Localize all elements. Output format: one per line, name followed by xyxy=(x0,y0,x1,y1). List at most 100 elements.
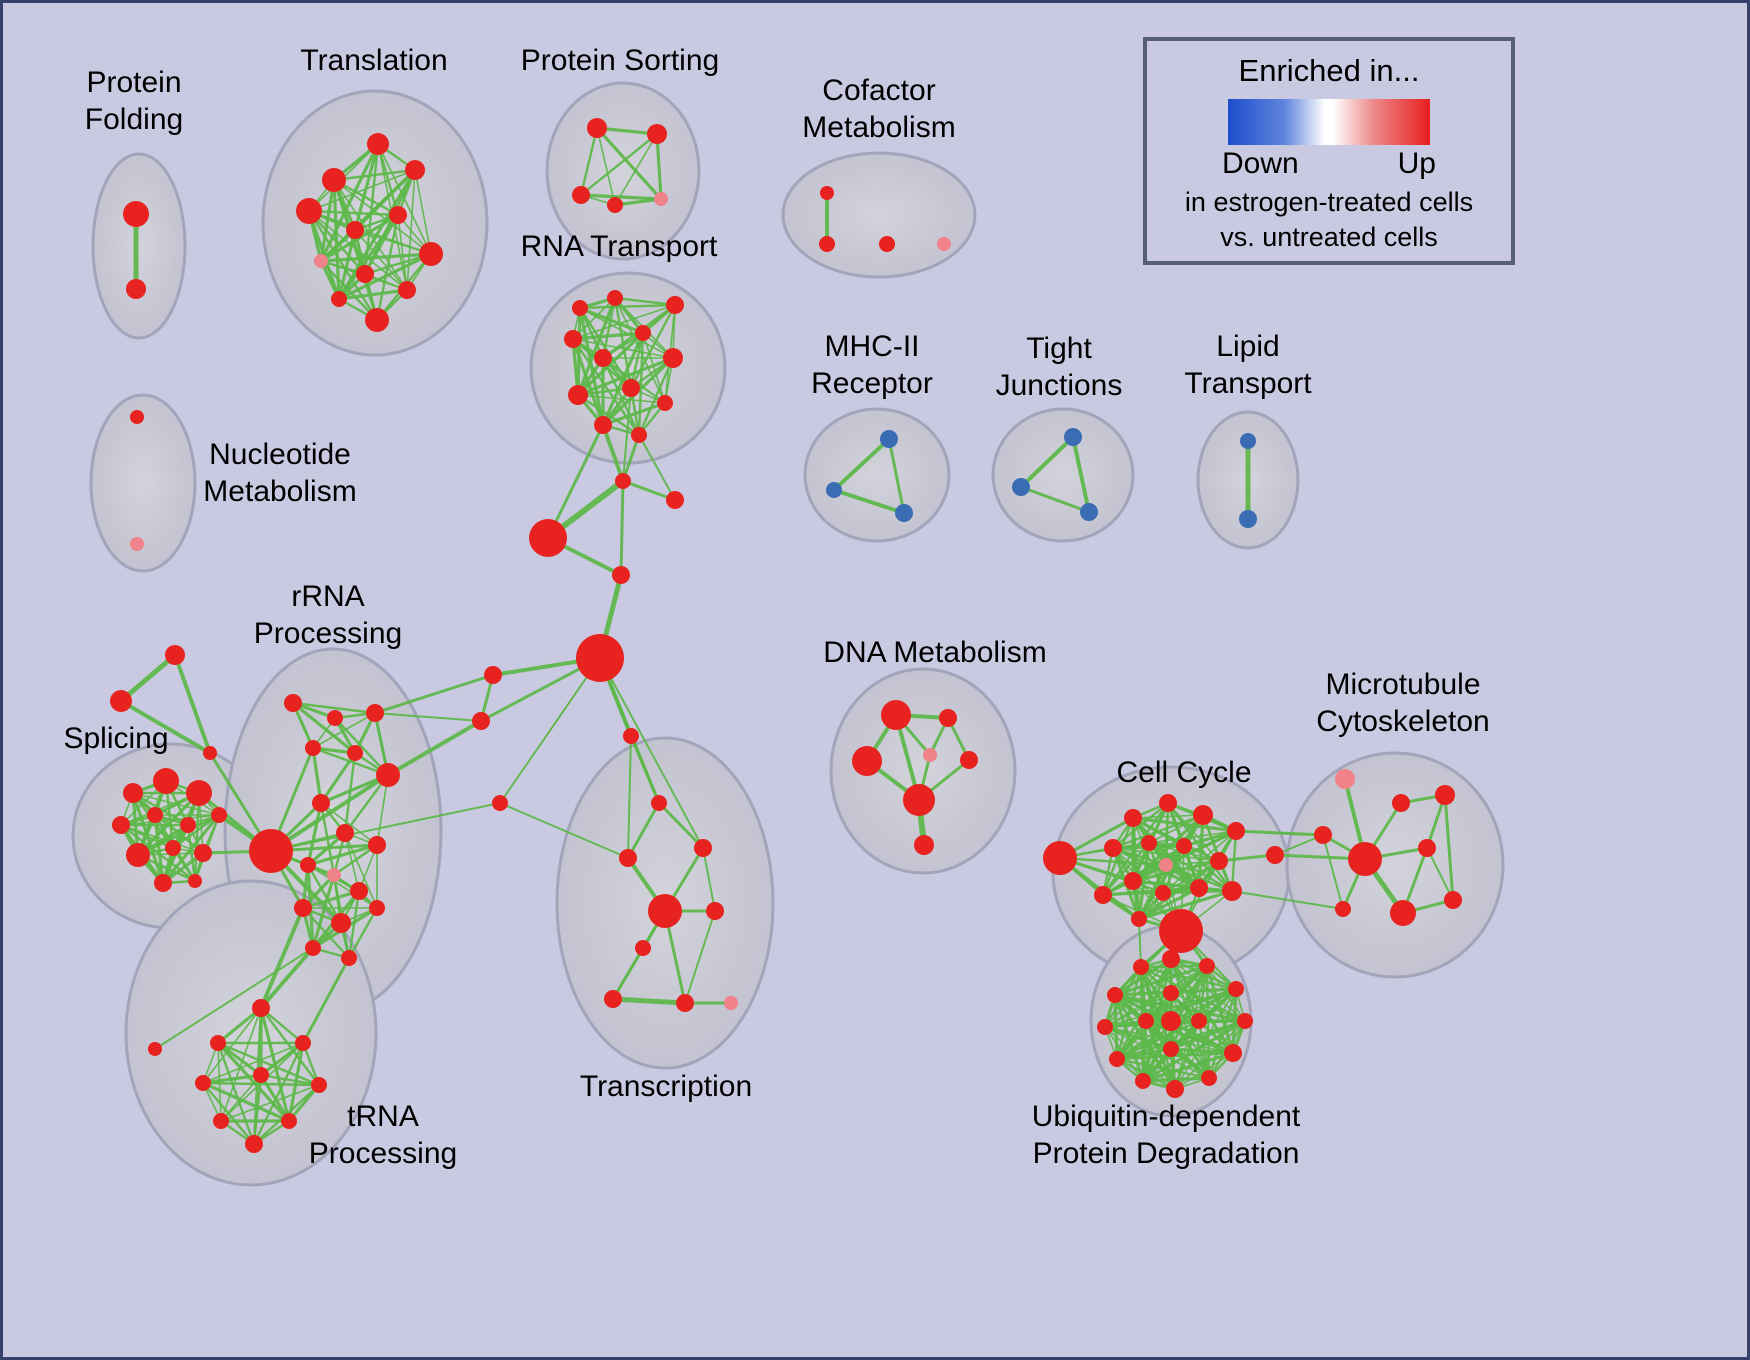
network-edge xyxy=(216,1041,256,1146)
node-dna-metabolism-3 xyxy=(923,748,937,762)
network-edge xyxy=(337,252,433,301)
node-splicing-11 xyxy=(188,874,202,888)
network-edge xyxy=(629,303,677,390)
cluster-label-transcription: Transcription xyxy=(579,1070,753,1103)
network-edge xyxy=(414,169,432,255)
network-edge xyxy=(308,210,408,291)
network-edge xyxy=(578,303,677,310)
network-edge xyxy=(306,843,379,867)
node-ubiquitin-degradation-0 xyxy=(1162,950,1180,968)
node-cell-cycle-9 xyxy=(1210,852,1228,870)
node-rrna-processing-16 xyxy=(305,940,321,956)
node-splicing-1 xyxy=(153,768,179,794)
node-ubiquitin-degradation-10 xyxy=(1107,987,1123,1003)
network-edge xyxy=(622,387,632,482)
network-edge xyxy=(119,699,212,755)
node-splicing-10 xyxy=(154,874,172,892)
network-edge xyxy=(1169,1019,1247,1051)
network-edge xyxy=(499,802,629,859)
network-edge xyxy=(572,304,676,340)
node-translation-2 xyxy=(405,160,425,180)
network-edge xyxy=(1101,844,1186,897)
network-edge xyxy=(1114,994,1172,1022)
network-edge xyxy=(259,1006,305,1045)
node-ubiquitin-degradation-4 xyxy=(1224,1044,1242,1062)
cluster-ellipse-mhc-ii-receptor xyxy=(803,407,951,543)
network-edge xyxy=(614,133,658,206)
node-protein-folding-1 xyxy=(126,279,146,299)
network-edge xyxy=(173,653,212,755)
node-rrna-processing-11 xyxy=(327,868,341,882)
node-rrna-processing-12 xyxy=(350,882,368,900)
node-rna-transport-4 xyxy=(635,325,651,341)
network-edge xyxy=(270,802,501,852)
node-cell-cycle-11 xyxy=(1094,886,1112,904)
network-edge xyxy=(1426,847,1454,901)
node-cell-cycle-6 xyxy=(1141,835,1157,851)
network-edge xyxy=(259,1073,291,1123)
node-tight-junctions-2 xyxy=(1080,503,1098,521)
network-edge xyxy=(333,716,390,777)
node-cell-cycle-15 xyxy=(1159,909,1203,953)
node-rrna-processing-2 xyxy=(366,704,384,722)
network-edge xyxy=(637,356,675,437)
network-edge xyxy=(202,1042,304,1084)
node-rna-transport-11 xyxy=(631,427,647,443)
network-edge xyxy=(397,214,408,291)
node-rrna-processing-13 xyxy=(294,899,312,917)
network-edge xyxy=(291,701,357,755)
network-edge xyxy=(1113,964,1209,997)
node-rna-transport-8 xyxy=(622,379,640,397)
network-edge xyxy=(1141,1019,1148,1083)
network-edge xyxy=(1071,435,1091,514)
nodes xyxy=(110,118,1462,1153)
node-rna-transport-3 xyxy=(564,330,582,348)
node-transcription-4 xyxy=(648,894,682,928)
network-edge xyxy=(1019,485,1091,514)
network-edge xyxy=(216,1041,263,1077)
node-cell-cycle-2 xyxy=(1159,794,1177,812)
network-edge xyxy=(627,735,632,859)
node-nucleotide-metabolism-0 xyxy=(130,410,144,424)
node-splicing-2 xyxy=(186,780,212,806)
network-edge xyxy=(1112,847,1220,862)
node-splicing-3 xyxy=(112,816,130,834)
network-edge xyxy=(1111,813,1205,850)
node-trna-processing-1 xyxy=(210,1035,226,1051)
node-rrna-processing-3 xyxy=(305,740,321,756)
node-tight-junctions-1 xyxy=(1012,478,1030,496)
network-edge xyxy=(596,127,616,206)
node-lipid-transport-0 xyxy=(1240,433,1256,449)
node-protein-sorting-0 xyxy=(587,118,607,138)
legend-down-label: Down xyxy=(1222,147,1299,180)
node-transcription-8 xyxy=(676,994,694,1012)
node-protein-sorting-3 xyxy=(607,197,623,213)
node-splicing-6 xyxy=(211,807,227,823)
node-protein-sorting-2 xyxy=(572,186,590,204)
node-ubiquitin-degradation-2 xyxy=(1228,981,1244,997)
network-edge xyxy=(153,813,165,885)
node-ubiquitin-degradation-12 xyxy=(1161,1011,1181,1031)
node-cell-cycle-4 xyxy=(1227,822,1245,840)
cluster-label-cofactor-metabolism: Cofactor Metabolism xyxy=(802,74,956,144)
network-edge xyxy=(599,657,704,849)
network-edge xyxy=(269,773,390,853)
node-transcription-3 xyxy=(619,849,637,867)
network-edge xyxy=(579,132,659,197)
node-microtubule-cytoskeleton-2 xyxy=(1435,785,1455,805)
node-rrna-processing-14 xyxy=(331,913,351,933)
node-dna-metabolism-1 xyxy=(939,709,957,727)
network-edge xyxy=(220,1084,320,1122)
network-edge xyxy=(546,423,605,540)
network-edge xyxy=(1019,435,1075,489)
node-microtubule-cytoskeleton-6 xyxy=(1390,900,1416,926)
node-ubiquitin-degradation-11 xyxy=(1133,959,1149,975)
network-edge xyxy=(353,142,380,232)
node-ubiquitin-degradation-3 xyxy=(1237,1013,1253,1029)
node-trna-processing-7 xyxy=(281,1113,297,1129)
network-edge xyxy=(291,701,377,715)
network-edge xyxy=(347,889,361,960)
node-microtubule-cytoskeleton-3 xyxy=(1314,826,1332,844)
node-microtubule-cytoskeleton-8 xyxy=(1335,901,1351,917)
cluster-ellipse-trna-processing xyxy=(124,879,378,1187)
